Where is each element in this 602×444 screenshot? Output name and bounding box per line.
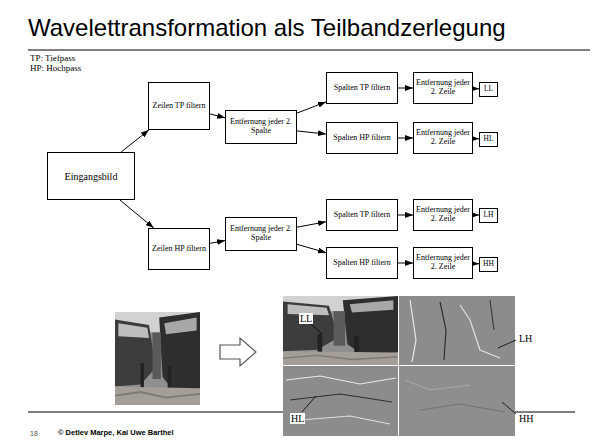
flow-arrow	[210, 114, 225, 118]
box-text: Entfernung jeder 2. Zeile	[414, 79, 472, 97]
flow-arrow	[121, 130, 149, 152]
box-text: Spalten TP filtern	[332, 211, 392, 220]
copyright-note: © Detlev Marpe, Kai Uwe Barthel	[58, 429, 174, 437]
downsample-box: Entfernung jeder 2. Zeile	[413, 199, 473, 231]
box-text: LH	[484, 211, 494, 219]
subband-label: HH	[518, 413, 534, 424]
downsample-box: Entfernung jeder 2. Spalte	[225, 110, 297, 144]
flow-arrow	[297, 102, 326, 113]
legend-note: HP: Hochpass	[30, 64, 81, 74]
flow-arrow	[398, 88, 413, 89]
page-number: 18	[30, 430, 38, 438]
box-text: Spalten TP filtern	[332, 84, 392, 93]
flow-arrow	[297, 222, 326, 227]
box-text: Entfernung jeder 2. Spalte	[226, 225, 296, 243]
subband-label: LL	[299, 313, 313, 324]
legend-note: TP: Tiefpass	[30, 54, 75, 64]
input-box: Eingangsbild	[47, 152, 135, 200]
downsample-box: Entfernung jeder 2. Zeile	[413, 122, 473, 154]
box-text: LL	[484, 85, 493, 93]
flow-arrow	[398, 215, 413, 216]
flow-arrow	[297, 131, 326, 134]
box-text: Entfernung jeder 2. Zeile	[414, 206, 472, 224]
subband-label: HL	[290, 413, 305, 424]
filter-box: Zeilen HP filtern	[148, 228, 210, 270]
subband-label: LH	[518, 333, 533, 344]
filter-box: Spalten TP filtern	[326, 72, 398, 104]
slide-title: Wavelettransformation als Teilbandzerleg…	[28, 14, 598, 43]
subband-box: HH	[479, 257, 498, 272]
flow-arrow	[120, 200, 154, 228]
flow-arrow	[210, 241, 225, 244]
filter-box: Spalten TP filtern	[326, 199, 398, 231]
flow-arrow	[398, 138, 413, 139]
flow-arrow	[297, 244, 326, 252]
box-text: HL	[484, 135, 494, 143]
box-text: Spalten HP filtern	[331, 259, 392, 268]
filter-box: Spalten HP filtern	[326, 247, 398, 279]
subband-box: LH	[479, 208, 498, 223]
box-text: Spalten HP filtern	[331, 134, 392, 143]
box-text: Entfernung jeder 2. Zeile	[414, 129, 472, 147]
filter-box: Zeilen TP filtern	[148, 82, 210, 130]
subband-box: HL	[479, 132, 498, 147]
downsample-box: Entfernung jeder 2. Zeile	[413, 72, 473, 104]
box-text: HH	[483, 260, 494, 268]
box-text: Entfernung jeder 2. Zeile	[414, 254, 472, 272]
box-text: Zeilen HP filtern	[150, 245, 208, 254]
subband-box: LL	[479, 82, 498, 97]
flow-arrow	[398, 263, 413, 264]
filter-box: Spalten HP filtern	[326, 122, 398, 154]
downsample-box: Entfernung jeder 2. Zeile	[413, 247, 473, 279]
downsample-box: Entfernung jeder 2. Spalte	[225, 217, 297, 251]
box-text: Zeilen TP filtern	[151, 102, 208, 111]
box-text: Eingangsbild	[63, 171, 120, 182]
box-text: Entfernung jeder 2. Spalte	[226, 118, 296, 136]
